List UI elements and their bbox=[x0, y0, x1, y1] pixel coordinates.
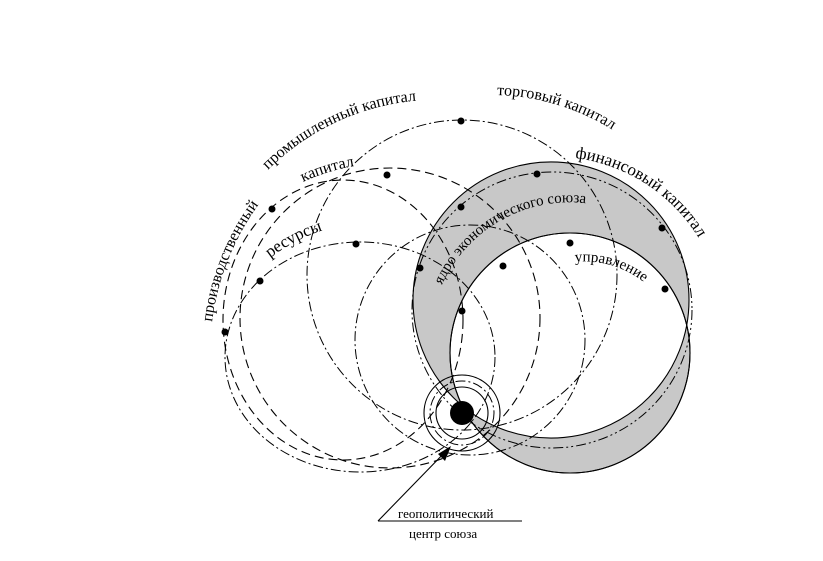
callout-line1: геополитический bbox=[398, 506, 493, 521]
center-callout: геополитический центр союза bbox=[377, 446, 522, 541]
node-points bbox=[221, 117, 669, 336]
label-trade-capital: торговый капитал bbox=[497, 82, 619, 133]
management-orbit bbox=[449, 232, 691, 474]
core-inner-orbit bbox=[354, 224, 586, 456]
callout-arrowhead bbox=[438, 446, 451, 461]
callout-line2: центр союза bbox=[409, 526, 477, 541]
capital-orbit bbox=[239, 167, 541, 469]
union-core-ring bbox=[412, 161, 691, 474]
trade-capital-orbit bbox=[306, 119, 618, 431]
center-dot bbox=[450, 401, 474, 425]
resources-orbit bbox=[224, 241, 496, 473]
label-resources: ресурсы bbox=[261, 216, 324, 261]
label-production-capital: производственный bbox=[199, 197, 262, 323]
geopolitical-center bbox=[423, 374, 501, 452]
financial-capital-orbit bbox=[411, 171, 693, 449]
